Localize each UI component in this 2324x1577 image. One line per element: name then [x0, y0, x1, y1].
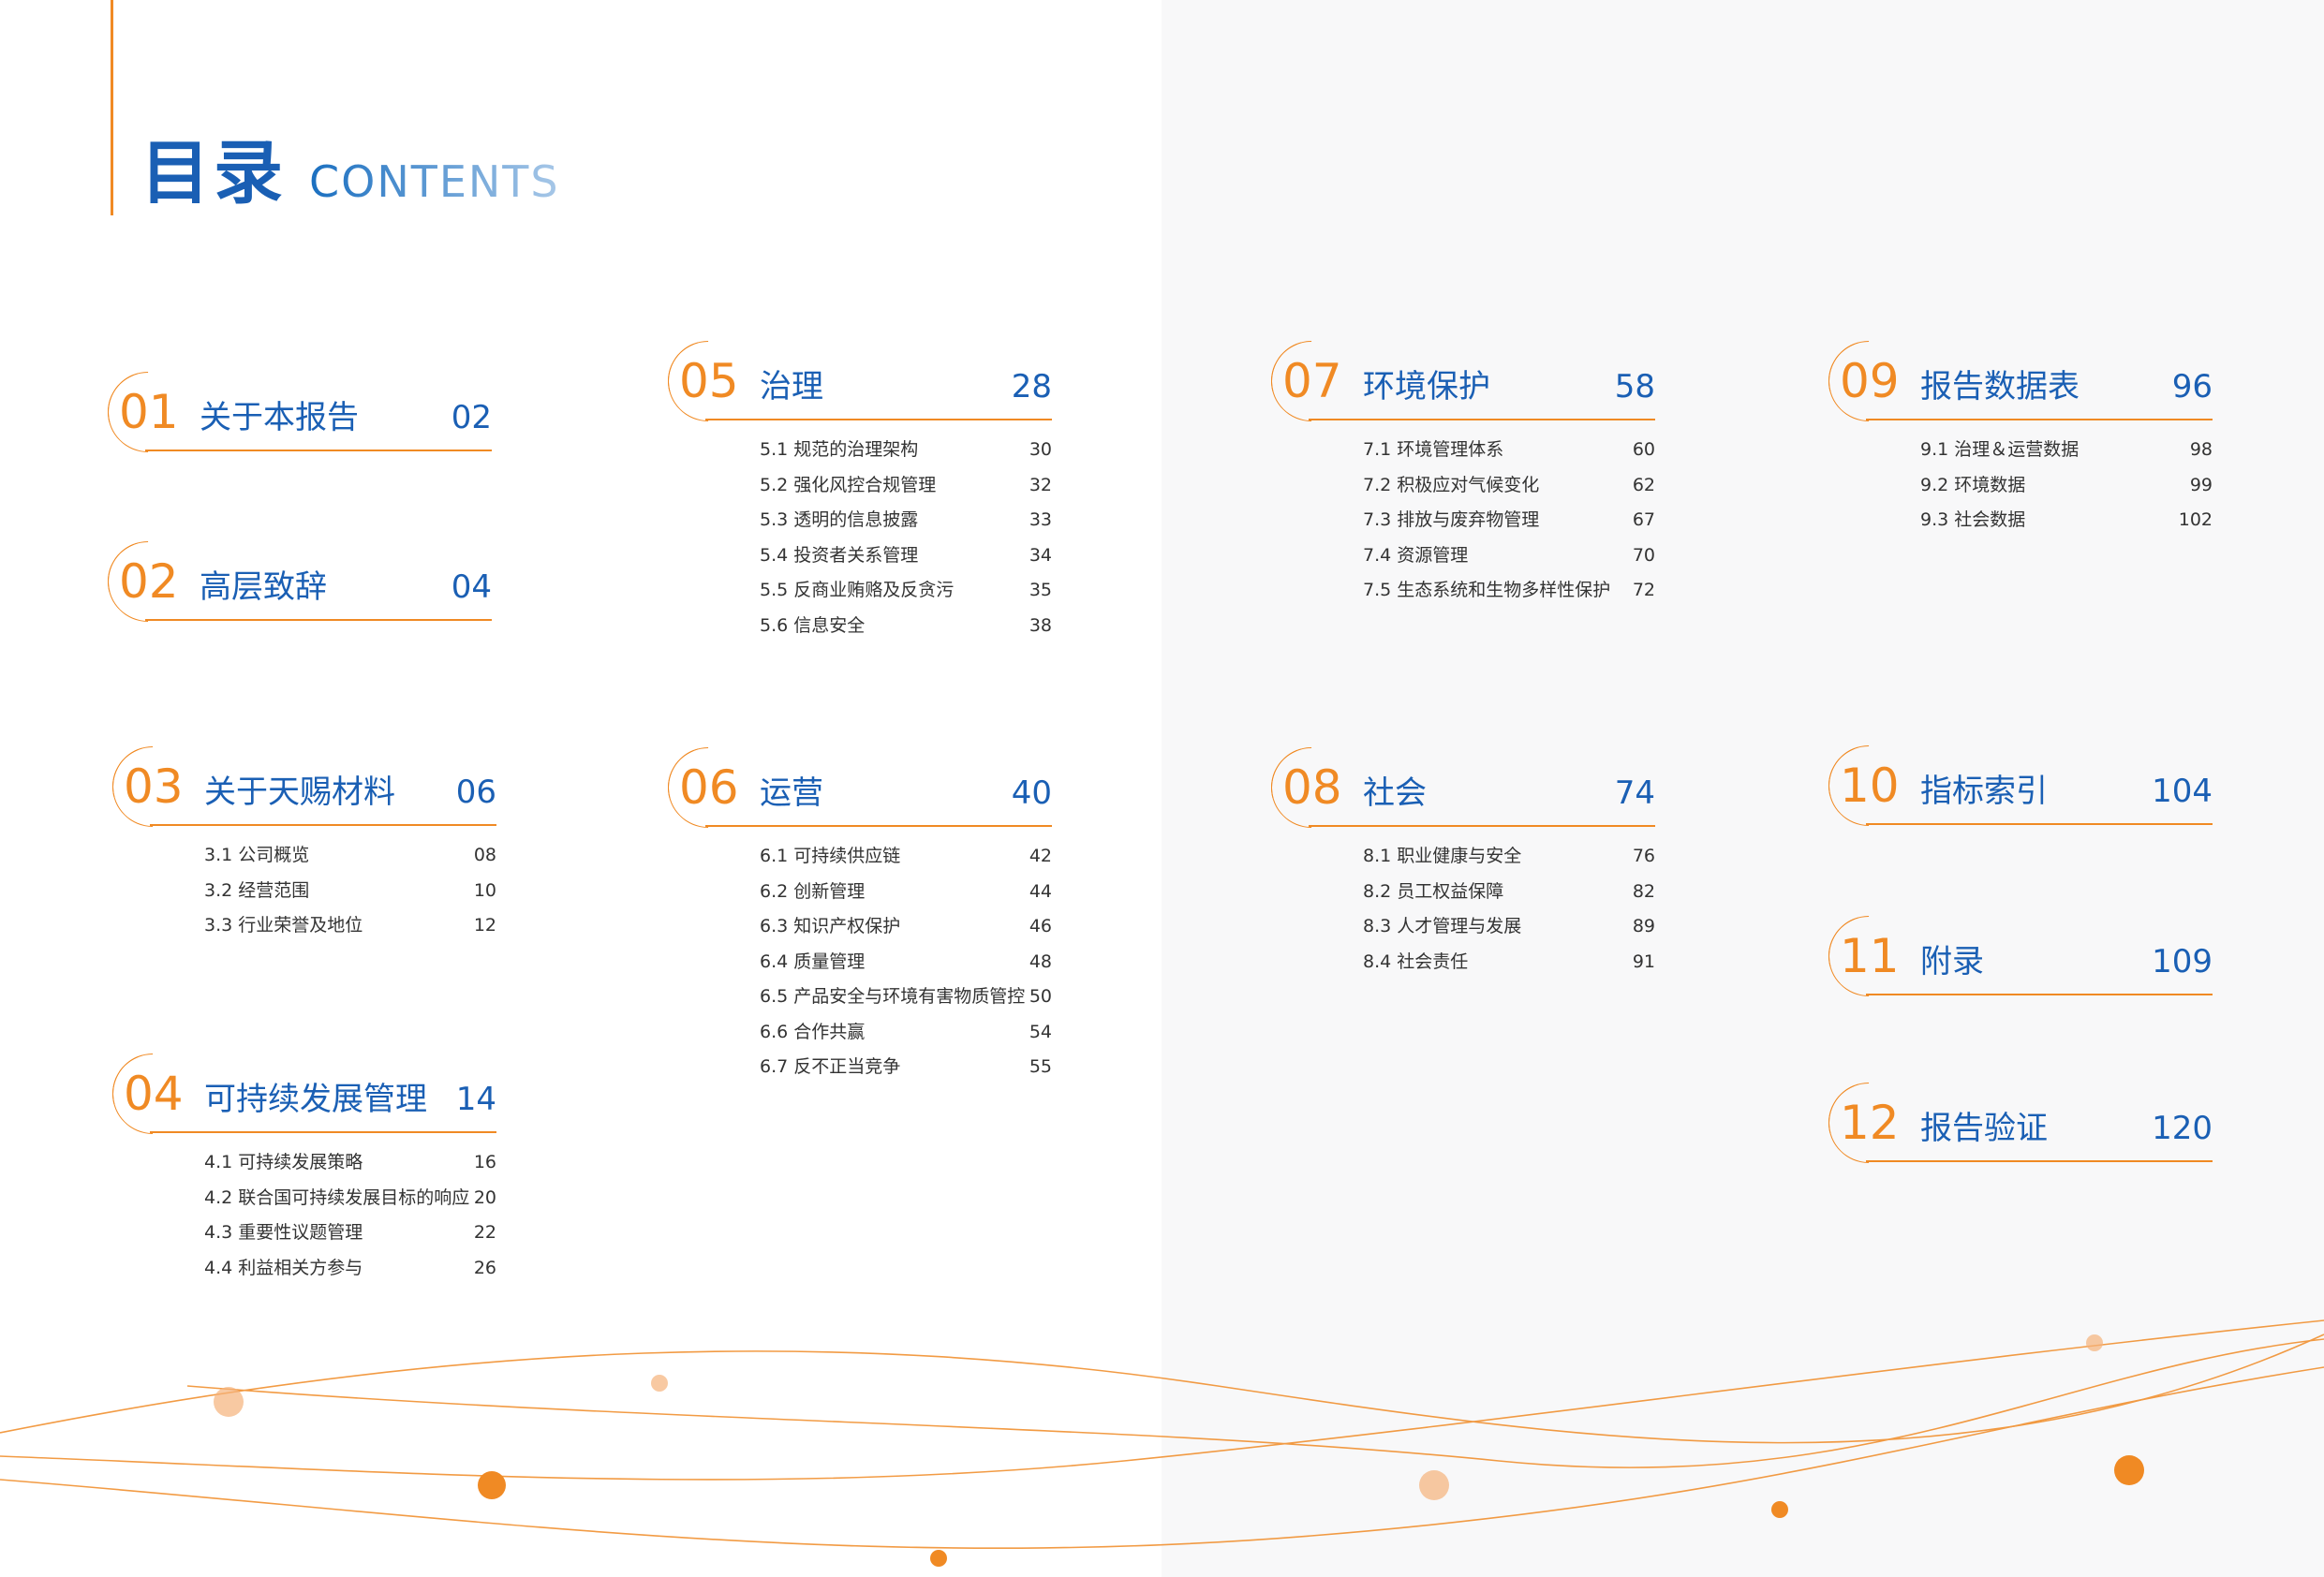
section-page: 40: [1011, 774, 1052, 812]
section-number: 05: [679, 354, 739, 408]
section-page: 06: [455, 774, 496, 811]
section-page: 120: [2152, 1110, 2213, 1147]
toc-section-10[interactable]: 10 指标索引 104: [1812, 729, 2213, 843]
section-page: 28: [1011, 368, 1052, 405]
section-divider: [1866, 419, 2213, 420]
title-chinese: 目录: [141, 133, 287, 214]
section-number: 01: [119, 385, 179, 439]
section-title[interactable]: 社会: [1363, 774, 1427, 812]
section-divider: [1866, 1160, 2213, 1162]
section-number: 03: [124, 759, 184, 814]
section-divider: [150, 824, 496, 826]
section-title[interactable]: 关于天赐材料: [204, 774, 395, 811]
section-page: 109: [2152, 943, 2213, 980]
section-title[interactable]: 指标索引: [1920, 773, 2048, 810]
toc-section-11[interactable]: 11 附录 109: [1812, 899, 2213, 1013]
section-divider: [150, 1131, 496, 1133]
section-divider: [145, 450, 492, 451]
section-number: 06: [679, 760, 739, 815]
toc-section-12[interactable]: 12 报告验证 120: [1812, 1066, 2213, 1180]
section-title[interactable]: 报告验证: [1920, 1110, 2048, 1147]
section-number: 12: [1840, 1096, 1900, 1150]
section-title[interactable]: 可持续发展管理: [204, 1081, 427, 1118]
section-title[interactable]: 治理: [760, 368, 823, 405]
section-title[interactable]: 环境保护: [1363, 368, 1490, 405]
title-accent-line: [111, 0, 113, 215]
section-number: 04: [124, 1067, 184, 1121]
section-page: 14: [455, 1081, 496, 1118]
section-page: 104: [2152, 773, 2213, 810]
section-title[interactable]: 附录: [1920, 943, 1984, 980]
section-divider: [1866, 994, 2213, 995]
section-page: 02: [451, 399, 492, 436]
section-number: 02: [119, 554, 179, 609]
title-english: CONTENTS: [309, 156, 560, 207]
section-divider: [145, 619, 492, 621]
toc-section-01[interactable]: 01 关于本报告 02: [91, 355, 492, 469]
section-page: 74: [1614, 774, 1655, 812]
section-page: 58: [1614, 368, 1655, 405]
section-number: 11: [1840, 929, 1900, 983]
section-divider: [705, 825, 1052, 827]
section-page: 04: [451, 568, 492, 606]
section-number: 08: [1282, 760, 1342, 815]
section-divider: [1309, 419, 1655, 420]
section-page: 96: [2171, 368, 2213, 405]
section-divider: [1309, 825, 1655, 827]
section-divider: [1866, 823, 2213, 825]
section-number: 10: [1840, 759, 1900, 813]
section-title[interactable]: 高层致辞: [200, 568, 327, 606]
section-number: 07: [1282, 354, 1342, 408]
toc-section-02[interactable]: 02 高层致辞 04: [91, 524, 492, 639]
section-title[interactable]: 报告数据表: [1920, 368, 2080, 405]
section-title[interactable]: 关于本报告: [200, 399, 359, 436]
right-page-background: [1162, 0, 2324, 1577]
section-divider: [705, 419, 1052, 420]
section-title[interactable]: 运营: [760, 774, 823, 812]
section-number: 09: [1840, 354, 1900, 408]
